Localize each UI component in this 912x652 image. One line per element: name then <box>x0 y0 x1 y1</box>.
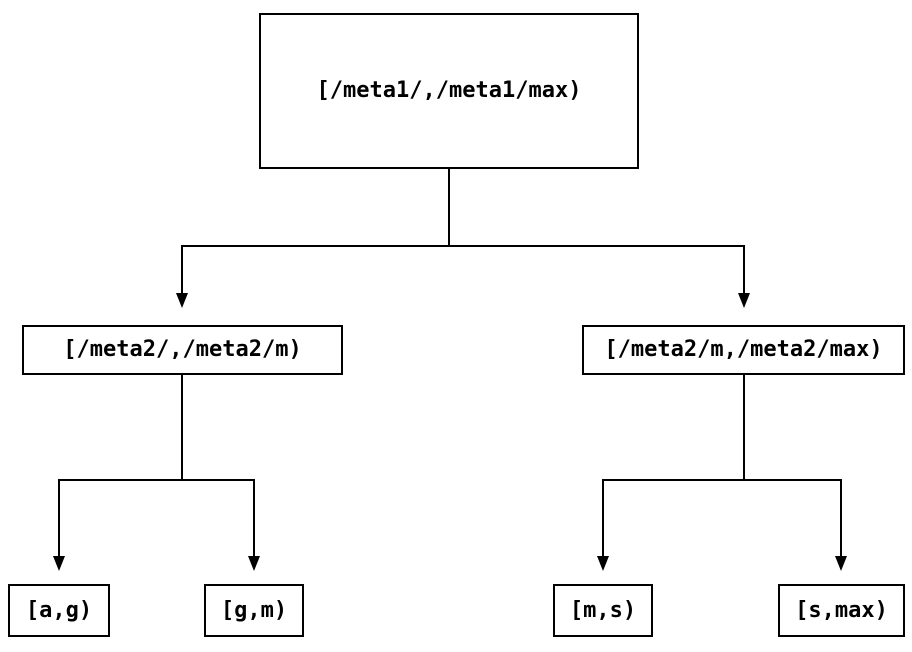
node-right-range: [/meta2/m,/meta2/max) <box>582 325 905 375</box>
edge-root-branches <box>181 245 745 293</box>
node-root-range: [/meta1/,/meta1/max) <box>259 13 639 169</box>
arrowhead-to-right-node <box>738 293 750 308</box>
arrowhead-to-leaf-ag <box>53 556 65 571</box>
arrowhead-to-leaf-ms <box>597 556 609 571</box>
edge-right-branches <box>602 479 842 556</box>
arrowhead-to-left-node <box>176 293 188 308</box>
arrowhead-to-leaf-smax <box>835 556 847 571</box>
node-leaf-ms: [m,s) <box>553 584 653 637</box>
node-leaf-ag: [a,g) <box>8 584 110 637</box>
arrowhead-to-leaf-gm <box>248 556 260 571</box>
node-leaf-smax: [s,max) <box>778 584 905 637</box>
node-leaf-gm: [g,m) <box>204 584 304 637</box>
node-left-range: [/meta2/,/meta2/m) <box>22 325 343 375</box>
edge-left-branches <box>58 479 255 556</box>
